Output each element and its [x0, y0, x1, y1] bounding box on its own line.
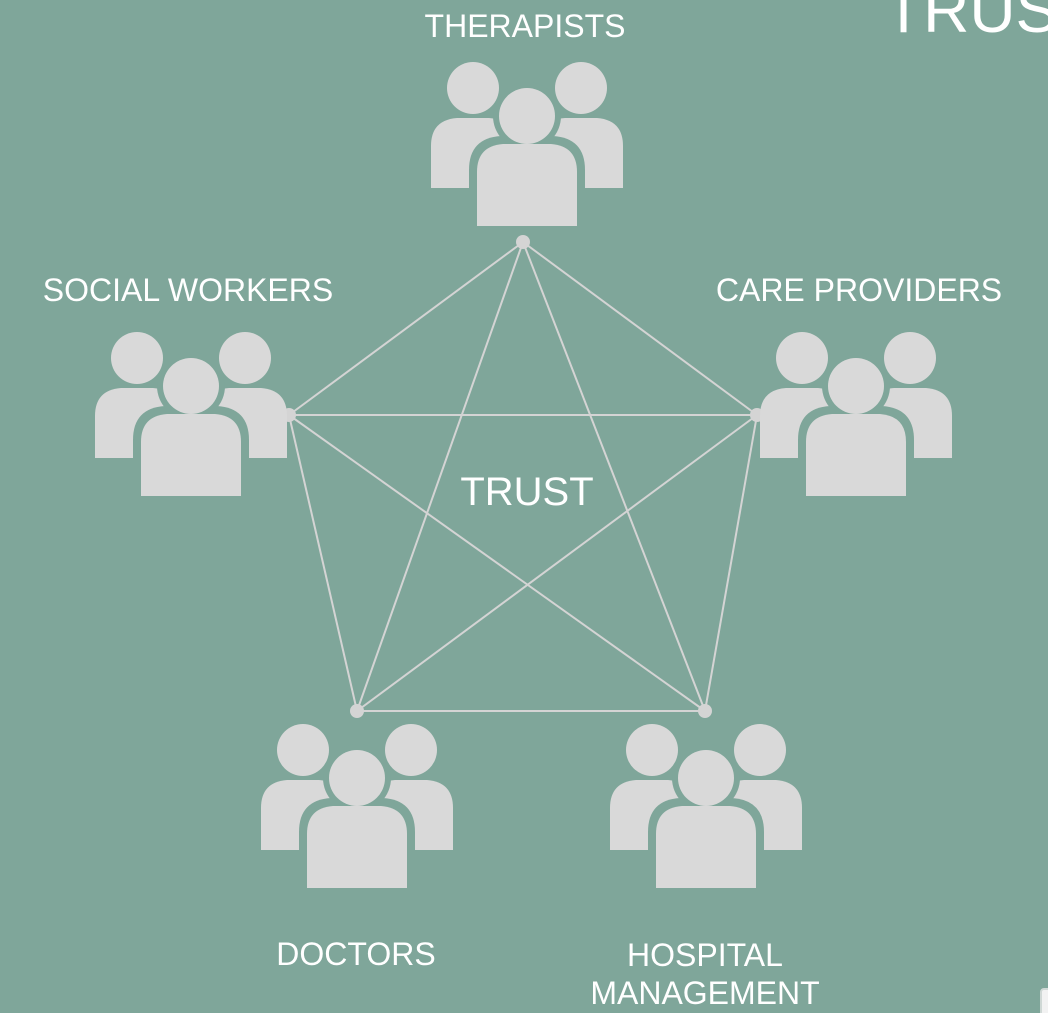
trust-connection-line [522, 241, 706, 712]
connection-node [698, 704, 712, 718]
therapists-label: THERAPISTS [424, 8, 626, 44]
scroll-handle[interactable] [1040, 988, 1048, 1013]
people-group-icon [257, 720, 457, 890]
people-group-icon [756, 328, 956, 498]
people-group-icon [91, 328, 291, 498]
trust-connection-line [522, 241, 758, 416]
trust-connection-line [288, 241, 524, 416]
trust-connection-line [704, 414, 758, 712]
trust-connection-line [356, 414, 758, 712]
trust-connection-line [356, 241, 524, 712]
care-providers-label: CARE PROVIDERS [715, 272, 1003, 308]
doctors-label: DOCTORS [276, 936, 436, 972]
hospital-management-label: HOSPITAL MANAGEMENT [590, 937, 820, 1011]
trust-connection-line [288, 414, 358, 712]
connection-node [350, 704, 364, 718]
connection-node [516, 235, 530, 249]
heading-fragment: TRUS [884, 0, 1048, 42]
trust-connection-line [288, 414, 706, 712]
people-group-icon [427, 58, 627, 228]
trust-center-label: TRUST [460, 470, 594, 514]
social-workers-label: SOCIAL WORKERS [42, 272, 334, 308]
people-group-icon [606, 720, 806, 890]
